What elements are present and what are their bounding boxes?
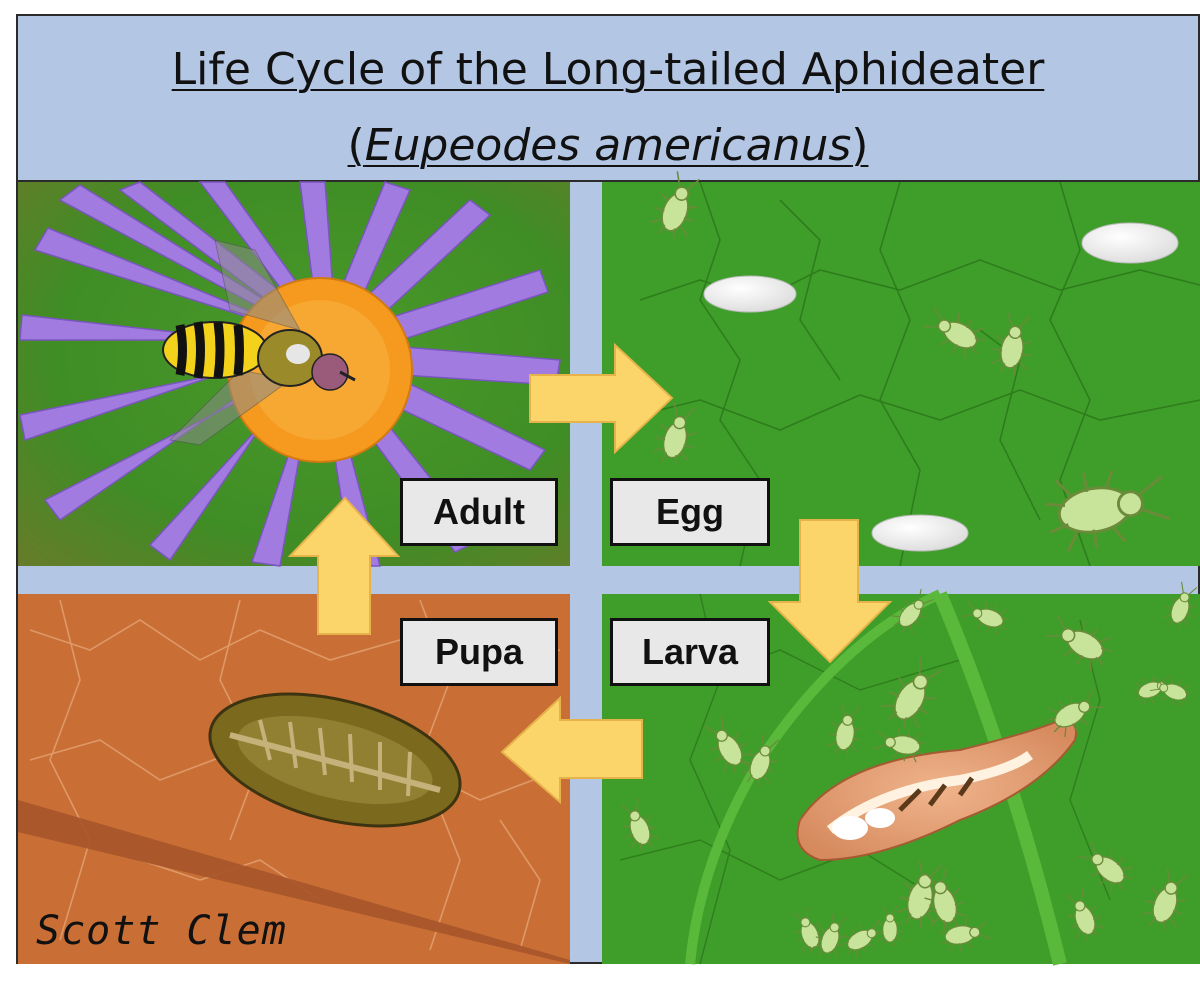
title-line-2: (Eupeodes americanus)	[16, 120, 1200, 171]
cycle-arrows	[287, 342, 893, 805]
stage-label-egg: Egg	[610, 478, 770, 546]
arrow-adult-to-egg	[529, 342, 674, 455]
egg-2	[703, 275, 797, 313]
egg-1	[1081, 222, 1179, 264]
larva	[796, 718, 1077, 862]
pupa	[208, 692, 462, 828]
stage-label-larva: Larva	[610, 618, 770, 686]
arrow-larva-to-pupa	[500, 695, 643, 805]
title-paren-open: (	[347, 120, 365, 171]
egg-3	[871, 514, 969, 552]
hoverfly-adult	[162, 239, 356, 446]
stage-label-pupa: Pupa	[400, 618, 558, 686]
stage-label-adult: Adult	[400, 478, 558, 546]
title-paren-close: )	[851, 120, 869, 171]
title-panel: Life Cycle of the Long-tailed Aphideater…	[16, 14, 1200, 182]
title-line-1: Life Cycle of the Long-tailed Aphideater	[171, 44, 1045, 95]
arrow-pupa-to-adult	[287, 496, 401, 635]
artist-signature: Scott Clem	[36, 908, 287, 954]
adult-panel	[18, 181, 570, 567]
arrow-egg-to-larva	[767, 519, 893, 664]
species-name: Eupeodes americanus	[364, 120, 852, 171]
